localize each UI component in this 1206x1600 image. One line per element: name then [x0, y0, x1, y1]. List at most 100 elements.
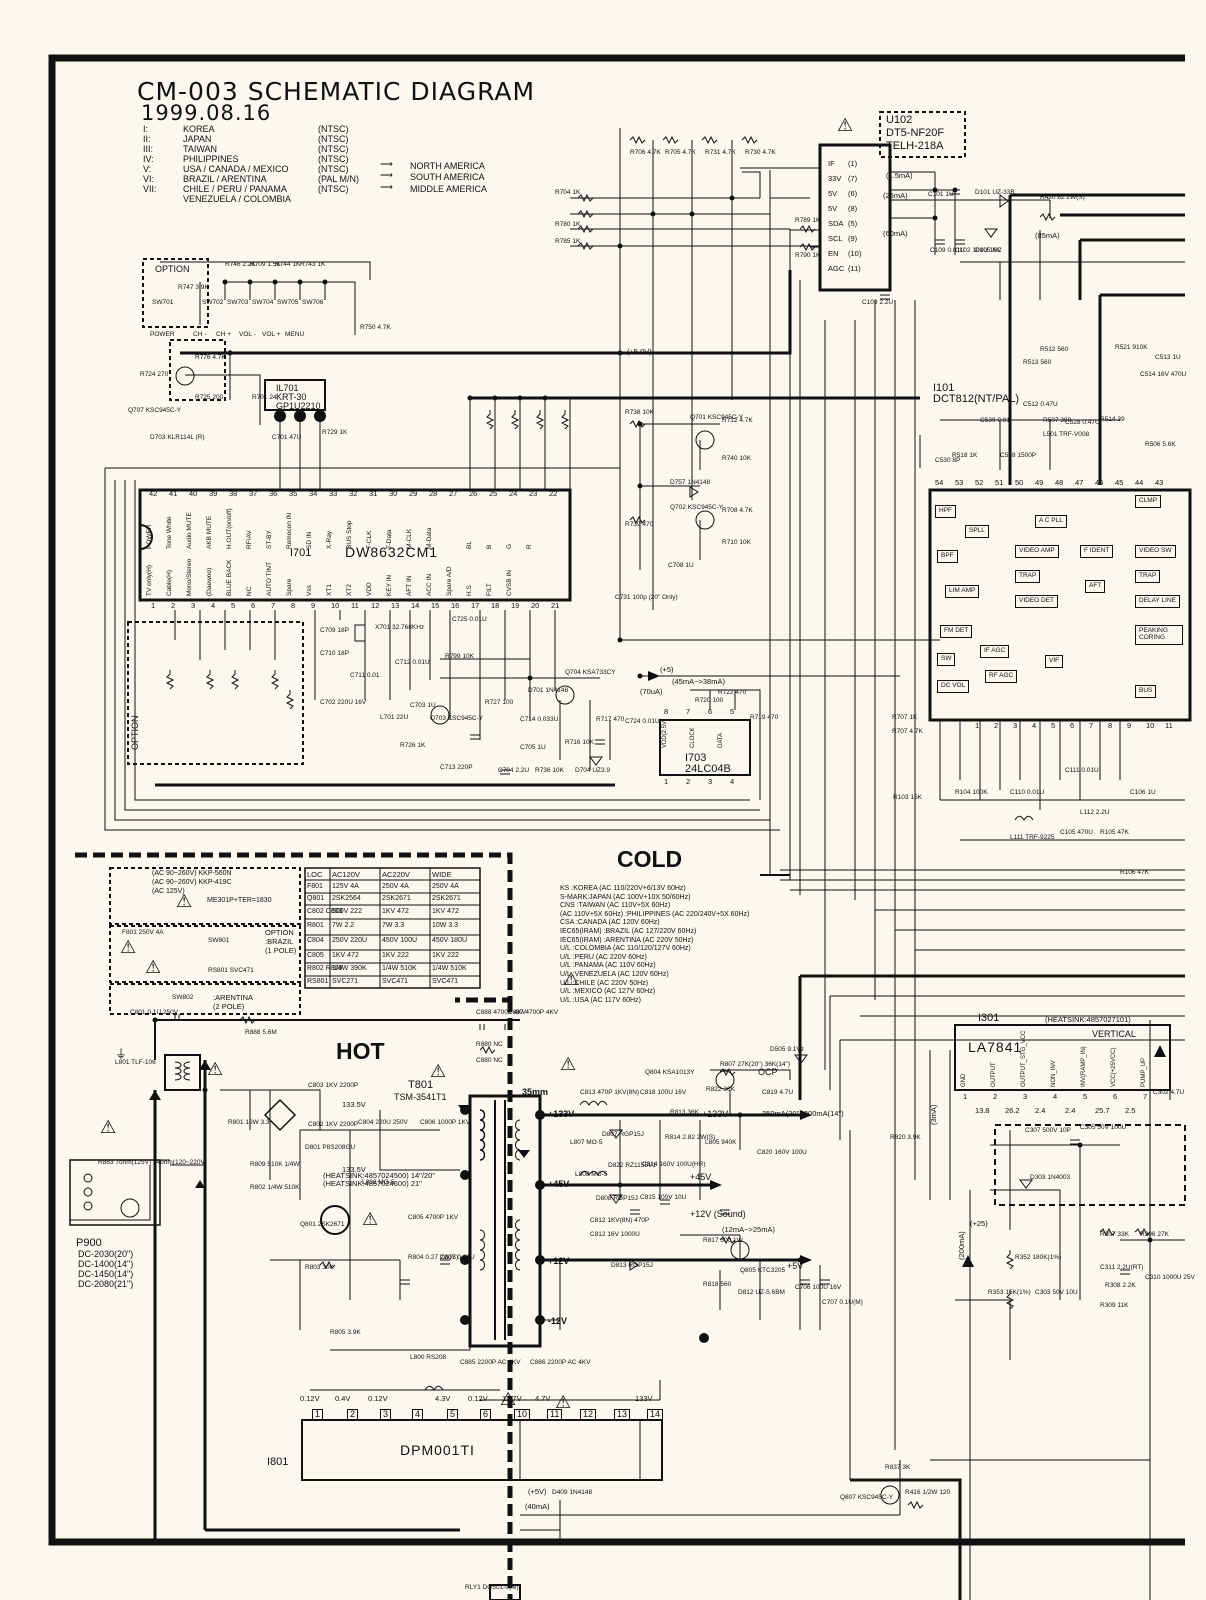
diagram-date: 1999.08.16 [141, 101, 272, 125]
i801-pin-voltage: 0.12V [368, 1394, 388, 1403]
ic-i101-body [928, 488, 1192, 722]
region-name: BRAZIL / ARENTINA [183, 174, 267, 184]
component-ref: R726 1K [400, 742, 426, 749]
component-ref: R744 1K [275, 261, 301, 268]
i701-pin-label: AFT IN [406, 575, 413, 596]
i701-pin: 40 [189, 489, 198, 498]
dc-model: DC-1400(14") [78, 1259, 134, 1269]
heatsink-fbt2-label: (HEATSINK:4857024600) 21" [323, 1179, 422, 1188]
component-ref: R709 1.5K [250, 261, 281, 268]
component-ref: C514 16V 470U [1140, 371, 1187, 378]
warning-icon: ⚠ [362, 1209, 379, 1229]
fbt-part: TSM-3541T1 [394, 1092, 447, 1102]
component-ref: D701 1N4148 [528, 687, 569, 694]
key-switch-ref: SW704 [252, 299, 274, 306]
i101-block: LIM AMP [945, 585, 980, 598]
component-ref: R309 11K [1100, 1302, 1129, 1309]
component-ref: C110 0.01U [1010, 789, 1045, 796]
i101-pin: 4 [1032, 721, 1037, 730]
key-switch-ref: SW706 [302, 299, 324, 306]
current-70ua: (70uA) [640, 687, 663, 696]
key-switch-label: VOL - [239, 331, 256, 338]
region-system: (NTSC) [318, 144, 349, 154]
region-name: PHILIPPINES [183, 154, 239, 164]
i701-pin: 22 [549, 489, 558, 498]
warning-icon: ⚠ [500, 1389, 517, 1409]
component-ref: C102 100U 16V [955, 247, 1002, 254]
parts-table-cell: 7W 2.2 [332, 922, 355, 929]
component-ref: R743 1K [300, 261, 326, 268]
component-ref: R727 100 [485, 699, 514, 706]
parts-table-cell: 125V 4A [332, 883, 359, 890]
component-ref: C725 0.01U [452, 616, 487, 623]
i301-pin: 6 [1113, 1092, 1118, 1101]
i101-block: VIF [1045, 655, 1064, 668]
key-switch-label: POWER [150, 331, 175, 338]
tuner-part: DT5-NF20F [886, 127, 945, 139]
component-ref: R818 560 [703, 1281, 732, 1288]
component-ref: C710 18P [320, 650, 349, 657]
component-ref: R799 10K [445, 653, 474, 660]
option-label-top: OPTION [155, 264, 190, 274]
component-ref: C709 18P [320, 627, 349, 634]
i101-pin: 50 [1015, 478, 1024, 487]
i701-pin: 38 [229, 489, 238, 498]
component-ref: C704 2.2U [498, 767, 530, 774]
parts-table-cell: 1KV 472 [382, 908, 409, 915]
arrow-south-america: SOUTH AMERICA [410, 172, 485, 182]
component-ref: Q801 2SK2671 [300, 1221, 345, 1228]
component-ref: Q702 KSC945C-Y [670, 504, 724, 511]
tuner-ref: U102 [886, 114, 913, 126]
component-ref: C814 160V 100U(HR) [642, 1161, 706, 1168]
component-ref: C804 220U 250V [358, 1119, 408, 1126]
component-ref: C548 1500P [1000, 452, 1037, 459]
region-system: (NTSC) [318, 124, 349, 134]
i301-pin-voltage: 13.8 [975, 1106, 990, 1115]
i801-pin-voltage: 0.4V [335, 1394, 351, 1403]
component-ref: C820 160V 100U [757, 1149, 807, 1156]
safety-mark-row: U/L :MEXICO (AC 127V 60Hz) [560, 988, 656, 996]
warning-icon: ⚠ [430, 1061, 447, 1081]
i101-pin: 3 [1013, 721, 1018, 730]
warning-icon: ⚠ [555, 1392, 572, 1412]
dc-model: DC-2080(21") [78, 1279, 134, 1289]
i701-pin: 25 [489, 489, 498, 498]
component-ref: L805 940K [705, 1139, 737, 1146]
key-switch-label: MENU [285, 331, 305, 338]
parts-table-cell: R801 [307, 922, 324, 929]
warning-icon: ⚠ [837, 115, 854, 135]
component-ref: D505 9.1Vz [770, 1046, 804, 1053]
i801-pin: 14 [647, 1409, 664, 1420]
i801-pin-voltage: 12.7V [502, 1394, 522, 1403]
i801-pin-voltage: 4.3V [435, 1394, 451, 1403]
component-ref: RLY1 DQ501-0(M) [465, 1584, 519, 1591]
i703-pin-label: VDD(2.5V) [662, 718, 668, 748]
component-ref: C880 NC [476, 1057, 503, 1064]
i101-pin: 47 [1075, 478, 1084, 487]
isolation-boundary [75, 852, 513, 1003]
component-ref: C807 0.01U [440, 1254, 475, 1261]
component-ref: R883 7ohm(125V) 14ohm(120~220V) [98, 1159, 207, 1166]
component-ref: R802 1/4W 510K [250, 1184, 300, 1191]
warning-icon: ⚠ [563, 969, 580, 989]
i301-pin-voltage: 25.7 [1095, 1106, 1110, 1115]
safety-mark-row: U/L :COLOMBIA (AC 110/120/127V 60Hz) [560, 945, 691, 953]
parts-table-cell: 450V 100U [382, 937, 418, 944]
component-ref: R789 1K [795, 217, 821, 224]
i701-pin: 42 [149, 489, 158, 498]
parts-table-header: LOC [307, 870, 323, 879]
parts-table-cell: 2SK2671 [382, 895, 411, 902]
parts-table-cell: 1KV 472 [332, 952, 359, 959]
i701-pin-label: T-CLK [366, 530, 373, 549]
component-ref: RS801 SVC471 [208, 967, 254, 974]
i101-pin: 51 [995, 478, 1004, 487]
parts-table-cell: C805 [307, 952, 324, 959]
component-ref: R803 30K [305, 1264, 334, 1271]
fbt-ref: T801 [408, 1079, 434, 1091]
component-ref: C513 1U [1155, 354, 1181, 361]
i101-pin: 52 [975, 478, 984, 487]
safety-mark-row: CNS :TAIWAN (AC 110V+5X 60Hz) [560, 902, 671, 910]
ic-i301-body [954, 1024, 1171, 1091]
region-system: (NTSC) [318, 134, 349, 144]
